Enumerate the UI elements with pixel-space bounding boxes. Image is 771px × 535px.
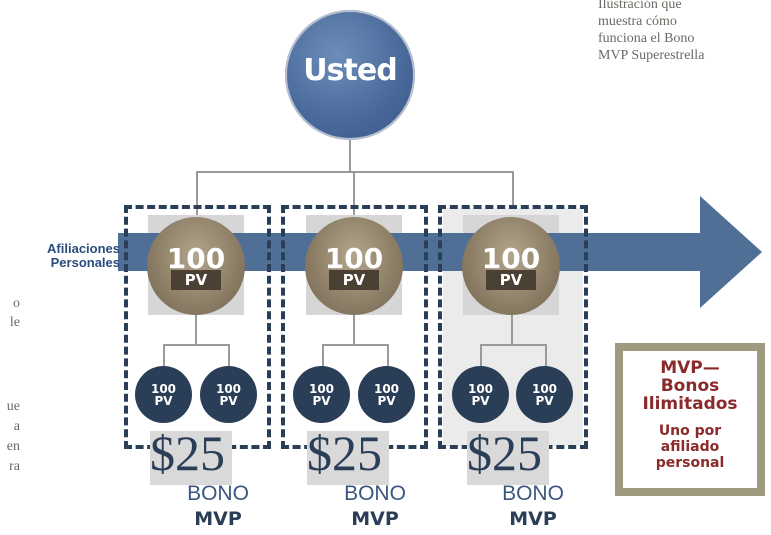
caption-line: funciona el Bono	[598, 31, 695, 46]
side-text-fragment: a	[13, 419, 20, 434]
mvp-box-title-line: Ilimitados	[642, 394, 738, 414]
downline-pv-unit: PV	[535, 394, 554, 408]
connector-line	[163, 344, 229, 346]
connector-line	[195, 315, 197, 345]
connector-line	[545, 344, 547, 368]
connector-line	[196, 171, 514, 173]
affiliate-pv-unit: PV	[329, 270, 379, 290]
downline-pv-value: 100	[373, 382, 400, 396]
mvp-box-title-line: Bonos	[660, 376, 720, 396]
mvp-label: MVP	[351, 508, 399, 530]
arrow-label: Afiliaciones Personales	[12, 242, 120, 270]
mvp-label: MVP	[509, 508, 557, 530]
affiliate-pv-unit: PV	[171, 270, 221, 290]
bonus-label: BONO	[187, 482, 249, 505]
bonus-amount: $25	[150, 425, 225, 481]
connector-line	[511, 315, 513, 345]
connector-line	[196, 171, 198, 215]
downline-pv-value: 100	[467, 382, 494, 396]
affiliate-node	[462, 217, 560, 315]
arrow-label-line: Afiliaciones	[47, 241, 120, 256]
downline-pv-value: 100	[150, 382, 177, 396]
mvp-unlimited-box: MVP— Bonos Ilimitados Uno por afiliado p…	[615, 343, 765, 496]
downline-pv-unit: PV	[154, 394, 173, 408]
connector-line	[512, 171, 514, 215]
bonus-amount: $25	[467, 425, 542, 481]
bonus-amount-bg	[307, 431, 389, 485]
connector-line	[349, 140, 351, 172]
downline-pv-value: 100	[308, 382, 335, 396]
downline-pv-unit: PV	[312, 394, 331, 408]
bonus-label: BONO	[344, 482, 406, 505]
connector-line	[387, 344, 389, 368]
downline-pv-value: 100	[531, 382, 558, 396]
connector-line	[322, 344, 324, 368]
mvp-label: MVP	[194, 508, 242, 530]
side-text-fragment: le	[9, 315, 20, 330]
connector-line	[228, 344, 230, 368]
bonus-amount-bg	[150, 431, 232, 485]
side-text-fragment: ue	[6, 399, 20, 414]
mvp-box-title: MVP— Bonos Ilimitados	[623, 359, 757, 413]
affiliate-node	[147, 217, 245, 315]
caption-line: muestra cómo	[598, 14, 677, 29]
connector-line	[480, 344, 482, 368]
mvp-box-subtitle-line: personal	[655, 455, 725, 471]
connector-line	[322, 344, 388, 346]
root-node-label: Usted	[303, 53, 397, 88]
affiliate-pv-value: 100	[481, 242, 541, 275]
affiliate-pv-value: 100	[324, 242, 384, 275]
connector-line	[353, 315, 355, 345]
affiliate-pv-value: 100	[166, 242, 226, 275]
downline-pv-unit: PV	[471, 394, 490, 408]
downline-pv-value: 100	[215, 382, 242, 396]
affiliate-node	[305, 217, 403, 315]
connector-line	[480, 344, 546, 346]
arrow-head	[700, 196, 762, 308]
mvp-box-subtitle-line: Uno por	[658, 423, 722, 439]
connector-line	[353, 171, 355, 215]
affiliate-pv-unit: PV	[486, 270, 536, 290]
bonus-label: BONO	[502, 482, 564, 505]
caption-line: Ilustración que	[598, 0, 682, 12]
mvp-box-subtitle: Uno por afiliado personal	[623, 423, 757, 471]
side-text-fragment: o	[13, 296, 20, 311]
mvp-box-subtitle-line: afiliado	[660, 439, 720, 455]
caption-line: MVP Superestrella	[598, 48, 705, 63]
connector-line	[163, 344, 165, 368]
arrow-label-line: Personales	[50, 255, 120, 270]
side-text-fragment: en	[6, 439, 20, 454]
bonus-amount: $25	[307, 425, 382, 481]
mvp-box-title-line: MVP—	[660, 358, 720, 378]
bonus-amount-bg	[467, 431, 549, 485]
side-text-fragment: ra	[9, 459, 20, 474]
root-node	[285, 10, 415, 140]
downline-pv-unit: PV	[219, 394, 238, 408]
downline-pv-unit: PV	[377, 394, 396, 408]
diagram-caption: Ilustración que muestra cómo funciona el…	[598, 0, 768, 64]
